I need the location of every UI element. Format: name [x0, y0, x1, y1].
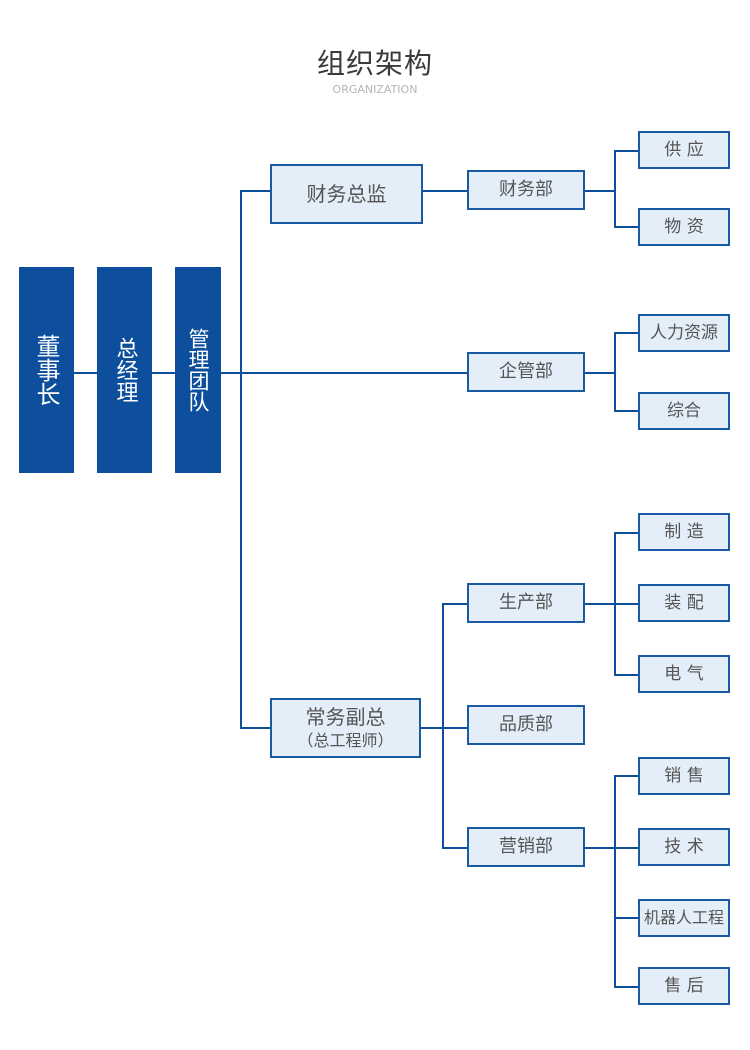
management-team-box[interactable]: 管理团队 [175, 267, 221, 473]
connector-finance-units [584, 190, 616, 192]
connector-marketing-units-vertical [614, 775, 616, 988]
connector-trunk-evp [240, 727, 271, 729]
connector-marketing-unit-3 [614, 917, 639, 919]
unit-technical-label: 技 术 [664, 836, 704, 857]
unit-materials-label: 物 资 [664, 216, 704, 237]
unit-materials[interactable]: 物 资 [638, 208, 730, 246]
connector-em-units [584, 372, 616, 374]
connector-production-units [584, 603, 639, 605]
unit-general[interactable]: 综合 [638, 392, 730, 430]
executive-vp-label: 常务副总 [305, 705, 386, 730]
unit-hr[interactable]: 人力资源 [638, 314, 730, 352]
dept-quality[interactable]: 品质部 [467, 705, 585, 745]
connector-marketing-unit-4 [614, 986, 639, 988]
connector-finance-unit-2 [614, 226, 639, 228]
unit-sales-label: 销 售 [664, 765, 704, 786]
cfo-box[interactable]: 财务总监 [270, 164, 423, 224]
executive-vp-box[interactable]: 常务副总 （总工程师） [270, 698, 421, 758]
connector-evp-production [442, 603, 468, 605]
unit-supply-label: 供 应 [664, 139, 704, 160]
unit-after-sales-label: 售 后 [664, 975, 704, 996]
connector-em-units-vertical [614, 332, 616, 412]
management-team-label: 管理团队 [186, 328, 210, 412]
unit-technical[interactable]: 技 术 [638, 828, 730, 866]
general-manager-box[interactable]: 总经理 [97, 267, 152, 473]
dept-enterprise-mgmt[interactable]: 企管部 [467, 352, 585, 392]
connector-em-unit-1 [614, 332, 639, 334]
unit-manufacturing[interactable]: 制 造 [638, 513, 730, 551]
unit-after-sales[interactable]: 售 后 [638, 967, 730, 1005]
unit-electrical[interactable]: 电 气 [638, 655, 730, 693]
unit-sales[interactable]: 销 售 [638, 757, 730, 795]
cfo-label: 财务总监 [306, 182, 387, 206]
dept-marketing[interactable]: 营销部 [467, 827, 585, 867]
connector-evp-depts [420, 727, 468, 729]
connector-cfo-finance [422, 190, 468, 192]
unit-assembly[interactable]: 装 配 [638, 584, 730, 622]
connector-gm-team [151, 372, 176, 374]
connector-finance-unit-1 [614, 150, 639, 152]
dept-finance-label: 财务部 [499, 179, 553, 201]
unit-robotics-engineering[interactable]: 机器人工程 [638, 899, 730, 937]
dept-production-label: 生产部 [499, 592, 553, 614]
connector-trunk-cfo [240, 190, 271, 192]
chairman-label: 董事长 [32, 334, 60, 406]
unit-assembly-label: 装 配 [664, 592, 704, 613]
connector-marketing-units [584, 847, 639, 849]
dept-finance[interactable]: 财务部 [467, 170, 585, 210]
unit-supply[interactable]: 供 应 [638, 131, 730, 169]
unit-robotics-engineering-label: 机器人工程 [643, 908, 724, 928]
connector-production-unit-3 [614, 674, 639, 676]
connector-em-unit-2 [614, 410, 639, 412]
general-manager-label: 总经理 [112, 337, 138, 403]
dept-marketing-label: 营销部 [499, 836, 553, 858]
dept-enterprise-mgmt-label: 企管部 [499, 361, 553, 383]
page-subtitle: ORGANIZATION [332, 83, 418, 96]
connector-team-trunk-vertical [240, 190, 242, 729]
dept-quality-label: 品质部 [499, 714, 553, 736]
page-title: 组织架构 [316, 47, 433, 80]
connector-chairman-gm [73, 372, 98, 374]
unit-hr-label: 人力资源 [650, 322, 718, 343]
connector-production-unit-1 [614, 532, 639, 534]
dept-production[interactable]: 生产部 [467, 583, 585, 623]
connector-evp-depts-vertical [442, 603, 444, 849]
unit-general-label: 综合 [667, 400, 701, 421]
connector-marketing-unit-1 [614, 775, 639, 777]
executive-vp-note: （总工程师） [297, 731, 394, 751]
unit-electrical-label: 电 气 [664, 663, 704, 684]
connector-evp-marketing [442, 847, 468, 849]
connector-team-trunk [220, 372, 468, 374]
chairman-box[interactable]: 董事长 [19, 267, 74, 473]
connector-finance-units-vertical [614, 150, 616, 228]
connector-production-units-vertical [614, 532, 616, 676]
unit-manufacturing-label: 制 造 [664, 521, 704, 542]
